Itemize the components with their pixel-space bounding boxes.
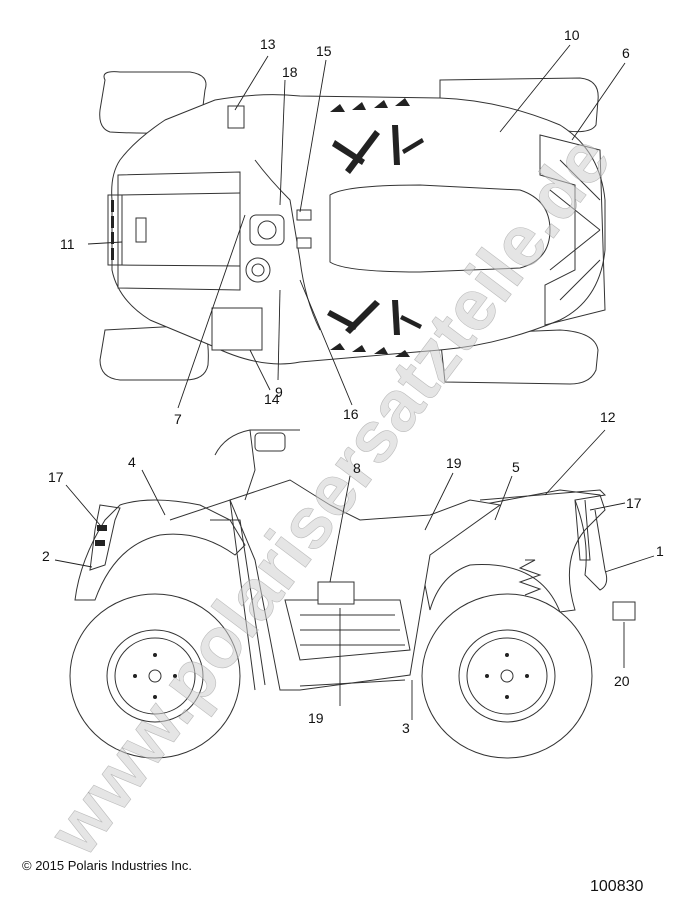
callout-2: 2 [42,548,50,564]
callout-5: 5 [512,459,520,475]
callout-19-bottom: 19 [308,710,324,726]
callout-10: 10 [564,27,580,43]
callout-4: 4 [128,454,136,470]
body-outline-top [111,94,606,365]
callout-12: 12 [600,409,616,425]
seat-top [329,184,551,273]
atv-side-view [69,429,636,759]
callout-6: 6 [622,45,630,61]
front-rack-top [117,171,241,291]
callout-17-left: 17 [48,469,64,485]
callout-3: 3 [402,720,410,736]
handlebar-side [214,429,300,501]
callouts: 13 15 18 10 6 11 7 14 9 16 12 4 8 19 5 1… [42,27,664,736]
callout-13: 13 [260,36,276,52]
decal-13-top [227,105,245,129]
copyright-notice: © 2015 Polaris Industries Inc. [22,858,192,873]
front-fender-side [74,499,246,601]
document-number: 100830 [590,878,644,895]
rear-bumper-side [574,499,608,591]
footwell-decals-left [330,98,424,174]
callout-1: 1 [656,543,664,559]
fuel-cap-top [245,257,271,283]
callout-7: 7 [174,411,182,427]
callout-15: 15 [316,43,332,59]
rear-rack-top [539,134,606,326]
frame-tube-side [169,499,266,691]
front-grille-side [89,504,121,571]
decal-20 [612,601,636,621]
body-side [229,479,502,691]
callout-18: 18 [282,64,298,80]
decal-15-top [296,209,312,221]
callout-16: 16 [343,406,359,422]
callout-8: 8 [353,460,361,476]
decal-11-top [135,217,147,243]
front-bumper-top [107,194,123,266]
callout-9: 9 [275,384,283,400]
rear-right-tire-top [439,329,599,385]
decal-8-side [317,581,355,605]
footwell-decals-right [327,300,422,357]
callout-11: 11 [60,236,75,252]
callout-20: 20 [614,673,630,689]
engine-side [284,599,411,661]
callout-17-right: 17 [626,495,642,511]
instrument-pod-top [249,214,285,246]
front-wheel-side [69,593,241,759]
rear-wheel-side [421,593,593,759]
rear-shock-side [518,559,542,596]
decal-14-top [211,307,263,351]
handlebar-top [254,159,321,331]
leader-lines [54,44,655,720]
callout-14: 14 [264,391,280,407]
callout-19-top: 19 [446,455,462,471]
decal-15b-top [296,237,312,249]
atv-top-view [99,71,606,385]
footrest-side [299,679,406,687]
